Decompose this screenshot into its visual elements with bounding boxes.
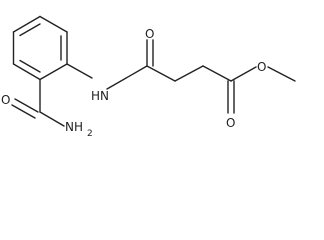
primary-amide-subscript-label: 2	[87, 129, 93, 139]
primary-amide-c-n-bond	[39, 111, 65, 127]
ring-to-nh-bond	[66, 63, 93, 79]
ester-carbonyl-oxygen-label: O	[226, 116, 235, 130]
chain-bond-1	[146, 65, 176, 82]
nh-to-carbonyl-bond	[106, 65, 148, 90]
o-methyl-bond	[267, 66, 296, 82]
benzene-ring	[12, 15, 68, 81]
chain-bond-3	[202, 65, 232, 82]
chain-bond-2	[174, 65, 204, 82]
nh-label: HN	[91, 89, 109, 103]
ester-ether-oxygen-label: O	[257, 60, 266, 74]
primary-amide-double-bond-a	[14, 98, 39, 113]
primary-amide-oxygen-label: O	[1, 93, 10, 107]
amide-oxygen-label: O	[145, 27, 154, 41]
ester-c-o-bond	[230, 66, 257, 82]
structure-diagram: O HN O O O NH 2	[1, 15, 296, 139]
primary-amide-nh-label: NH	[65, 120, 83, 134]
primary-amide-double-bond-b	[11, 104, 36, 119]
